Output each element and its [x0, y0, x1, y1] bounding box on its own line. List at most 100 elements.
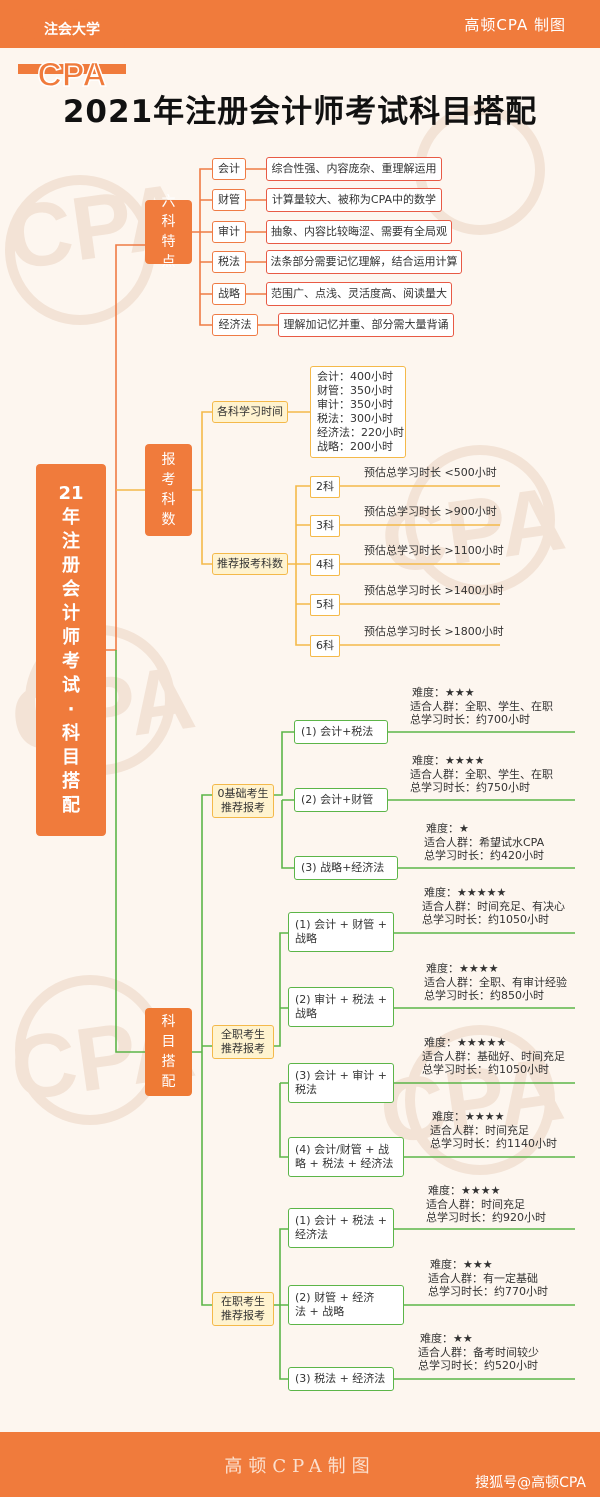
feature-subject-1: 财管 [212, 189, 246, 211]
study-hours-box: 会计：400小时 财管：350小时 审计：350小时 税法：300小时 经济法：… [310, 366, 406, 458]
study-time-node: 各科学习时间 [212, 401, 288, 423]
branch-combos: 科 目 搭 配 [145, 1008, 192, 1096]
feature-desc-2: 抽象、内容比较晦涩、需要有全局观 [266, 220, 452, 244]
combo-option-2-1: (2) 财管 + 经济 法 + 战略 [288, 1285, 404, 1325]
count-node-1: 3科 [310, 515, 340, 537]
combo-info-1-3: 难度：★★★★适合人群：时间充足总学习时长：约1140小时 [430, 1110, 557, 1151]
branch-features: 六 科 特 点 [145, 194, 192, 270]
combo-hours: 总学习时长：约700小时 [410, 713, 530, 726]
estimate-text-2: 预估总学习时长 >1100小时 [364, 544, 504, 557]
combo-difficulty: 难度：★★★★ [412, 754, 485, 767]
count-node-2: 4科 [310, 554, 340, 576]
root-label-char: 21 [58, 483, 84, 504]
combo-hours: 总学习时长：约1050小时 [422, 1063, 549, 1076]
combo-difficulty: 难度：★★★★★ [424, 886, 507, 899]
study-hours-line: 审计：350小时 [317, 398, 393, 411]
combo-group-0: 0基础考生 推荐报考 [212, 784, 274, 818]
combo-difficulty: 难度：★★ [420, 1332, 473, 1345]
combo-group-2: 在职考生 推荐报考 [212, 1292, 274, 1326]
feature-subject-5: 经济法 [212, 314, 258, 336]
feature-subject-4: 战略 [212, 283, 246, 305]
combo-hours: 总学习时长：约750小时 [410, 781, 530, 794]
combo-info-0-0: 难度：★★★适合人群：全职、学生、在职总学习时长：约700小时 [410, 686, 553, 727]
combo-hours: 总学习时长：约420小时 [424, 849, 544, 862]
combo-difficulty: 难度：★ [426, 822, 469, 835]
root-label-char: 配 [62, 795, 80, 816]
combo-audience: 适合人群：时间充足 [426, 1197, 525, 1211]
root-label-char: 册 [62, 555, 80, 576]
count-node-3: 5科 [310, 594, 340, 616]
combo-hours: 总学习时长：约920小时 [426, 1211, 546, 1224]
combo-difficulty: 难度：★★★★★ [424, 1036, 507, 1049]
combo-info-2-1: 难度：★★★适合人群：有一定基础总学习时长：约770小时 [428, 1258, 548, 1299]
study-hours-line: 经济法：220小时 [317, 426, 404, 439]
logo-badge-icon: 注会大学 CPA [18, 8, 126, 95]
combo-difficulty: 难度：★★★★ [428, 1184, 501, 1197]
feature-subject-3: 税法 [212, 251, 246, 273]
root-label-char: 年 [62, 507, 80, 528]
feature-desc-5: 理解加记忆并重、部分需大量背诵 [278, 313, 454, 337]
estimate-text-3: 预估总学习时长 >1400小时 [364, 584, 504, 597]
combo-audience: 适合人群：全职、有审计经验 [424, 975, 567, 989]
combo-difficulty: 难度：★★★★ [432, 1110, 505, 1123]
footer-center-text: 高顿CPA制图 [224, 1456, 376, 1477]
root-label-char: 考 [62, 651, 80, 672]
combo-hours: 总学习时长：约1140小时 [430, 1137, 557, 1150]
combo-audience: 适合人群：全职、学生、在职 [410, 767, 553, 781]
footer-bar: 高顿CPA制图 搜狐号@高顿CPA [0, 1432, 600, 1497]
combo-audience: 适合人群：备考时间较少 [418, 1345, 539, 1359]
combo-hours: 总学习时长：约1050小时 [422, 913, 549, 926]
count-node-4: 6科 [310, 635, 340, 657]
estimate-text-0: 预估总学习时长 <500小时 [364, 466, 497, 479]
feature-desc-3: 法条部分需要记忆理解，结合运用计算 [266, 250, 462, 274]
logo-mark: CPA [37, 56, 106, 94]
combo-info-1-1: 难度：★★★★适合人群：全职、有审计经验总学习时长：约850小时 [424, 962, 567, 1003]
combo-audience: 适合人群：有一定基础 [428, 1271, 538, 1285]
count-node-0: 2科 [310, 476, 340, 498]
study-hours-line: 会计：400小时 [317, 370, 393, 383]
root-label-char: 科 [62, 723, 80, 744]
combo-option-0-1: (2) 会计+财管 [294, 788, 388, 812]
study-hours-line: 财管：350小时 [317, 384, 393, 397]
combo-hours: 总学习时长：约770小时 [428, 1285, 548, 1298]
feature-subject-2: 审计 [212, 221, 246, 243]
combo-option-2-0: (1) 会计 + 税法 + 经济法 [288, 1208, 394, 1248]
combo-option-1-2: (3) 会计 + 审计 + 税法 [288, 1063, 394, 1103]
combo-info-0-1: 难度：★★★★适合人群：全职、学生、在职总学习时长：约750小时 [410, 754, 553, 795]
study-hours-line: 战略：200小时 [317, 440, 393, 453]
combo-info-2-2: 难度：★★适合人群：备考时间较少总学习时长：约520小时 [418, 1332, 539, 1373]
root-label-char: 注 [62, 531, 80, 552]
combo-audience: 适合人群：全职、学生、在职 [410, 699, 553, 713]
root-label-char: 目 [62, 747, 80, 768]
header-credit: 高顿CPA 制图 [464, 16, 566, 34]
combo-option-2-2: (3) 税法 + 经济法 [288, 1367, 394, 1391]
recommend-count-node: 推荐报考科数 [212, 553, 288, 575]
feature-desc-4: 范围广、点浅、灵活度高、阅读量大 [266, 282, 452, 306]
estimate-text-1: 预估总学习时长 >900小时 [364, 505, 497, 518]
combo-info-1-2: 难度：★★★★★适合人群：基础好、时间充足总学习时长：约1050小时 [422, 1036, 565, 1077]
feature-desc-1: 计算量较大、被称为CPA中的数学 [266, 188, 442, 212]
combo-audience: 适合人群：希望试水CPA [424, 835, 545, 849]
combo-option-0-0: (1) 会计+税法 [294, 720, 388, 744]
combo-audience: 适合人群：时间充足、有决心 [422, 899, 565, 913]
combo-group-1: 全职考生 推荐报考 [212, 1025, 274, 1059]
root-label-char: 试 [62, 675, 80, 696]
root-label-char: 计 [62, 603, 80, 624]
estimate-text-4: 预估总学习时长 >1800小时 [364, 625, 504, 638]
branch-registration: 报 考 科 数 [145, 444, 192, 536]
combo-difficulty: 难度：★★★ [412, 686, 475, 699]
page-title: 2021年注册会计师考试科目搭配 [62, 94, 538, 130]
combo-info-1-0: 难度：★★★★★适合人群：时间充足、有决心总学习时长：约1050小时 [422, 886, 565, 927]
root-label-char: 搭 [62, 771, 80, 792]
footer-credit: 搜狐号@高顿CPA [475, 1475, 586, 1491]
combo-info-2-0: 难度：★★★★适合人群：时间充足总学习时长：约920小时 [426, 1184, 546, 1225]
root-label-char: · [67, 699, 75, 720]
logo-arc-text: 注会大学 [44, 21, 100, 38]
root-label-char: 会 [62, 579, 80, 600]
combo-difficulty: 难度：★★★ [430, 1258, 493, 1271]
